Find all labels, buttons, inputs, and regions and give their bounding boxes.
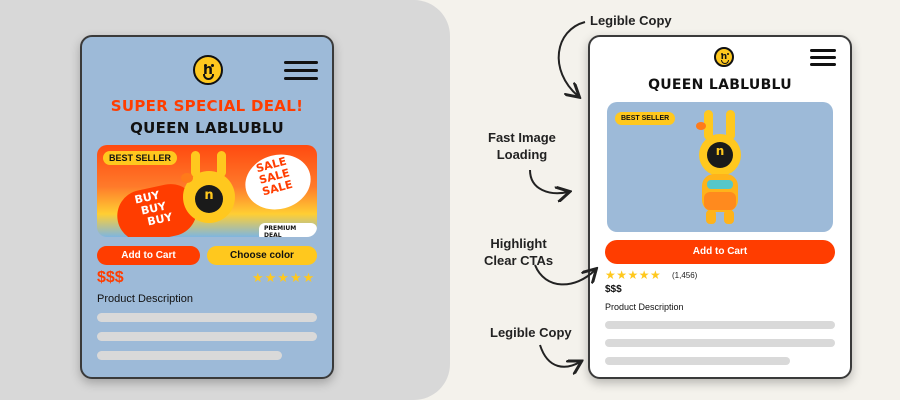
- description-line: [97, 351, 282, 360]
- star-rating: ★★★★★: [605, 268, 662, 282]
- description-line: [97, 332, 317, 341]
- callout-highlight-ctas: Highlight Clear CTAs: [484, 236, 554, 268]
- description-line: [605, 357, 790, 365]
- description-line: [97, 313, 317, 322]
- best-seller-badge: BEST SELLER: [615, 112, 676, 125]
- good-example-phone: n QUEEN LABLUBLU BEST SELLER n Add to Ca…: [588, 35, 852, 379]
- headline: SUPER SPECIAL DEAL!: [110, 97, 304, 115]
- promo-banner[interactable]: BEST SELLER BUY BUY BUY SALE SALE SALE n…: [97, 145, 317, 237]
- description-line: [605, 339, 835, 347]
- callout-legible-copy-top: Legible Copy: [590, 13, 672, 28]
- bad-example-phone: n SUPER SPECIAL DEAL! QUEEN LABLUBLU BES…: [80, 35, 334, 379]
- mascot-figure: n: [690, 110, 750, 228]
- add-to-cart-button[interactable]: Add to Cart: [97, 246, 200, 265]
- description-line: [605, 321, 835, 329]
- price: $$$: [97, 269, 124, 286]
- mascot-image: n: [179, 151, 239, 237]
- premium-deal-badge: PREMIUM DEAL: [259, 223, 317, 237]
- product-description-label: Product Description: [605, 302, 684, 312]
- product-image[interactable]: BEST SELLER n: [607, 102, 833, 232]
- price: $$$: [605, 284, 622, 295]
- hamburger-menu-icon[interactable]: [810, 49, 836, 66]
- smiley-logo-icon: n: [193, 55, 223, 85]
- add-to-cart-button[interactable]: Add to Cart: [605, 240, 835, 264]
- star-rating: ★★★★★: [252, 271, 316, 286]
- product-description-label: Product Description: [97, 293, 193, 305]
- product-title: QUEEN LABLUBLU: [130, 119, 284, 137]
- rating-count: (1,456): [672, 271, 698, 280]
- product-title: QUEEN LABLUBLU: [648, 77, 792, 93]
- hamburger-menu-icon[interactable]: [284, 61, 318, 80]
- best-seller-badge: BEST SELLER: [103, 151, 178, 165]
- callout-legible-copy-bottom: Legible Copy: [490, 325, 572, 340]
- choose-color-button[interactable]: Choose color: [207, 246, 317, 265]
- smiley-logo-icon: n: [714, 47, 734, 67]
- callout-fast-image-loading: Fast Image Loading: [488, 130, 556, 162]
